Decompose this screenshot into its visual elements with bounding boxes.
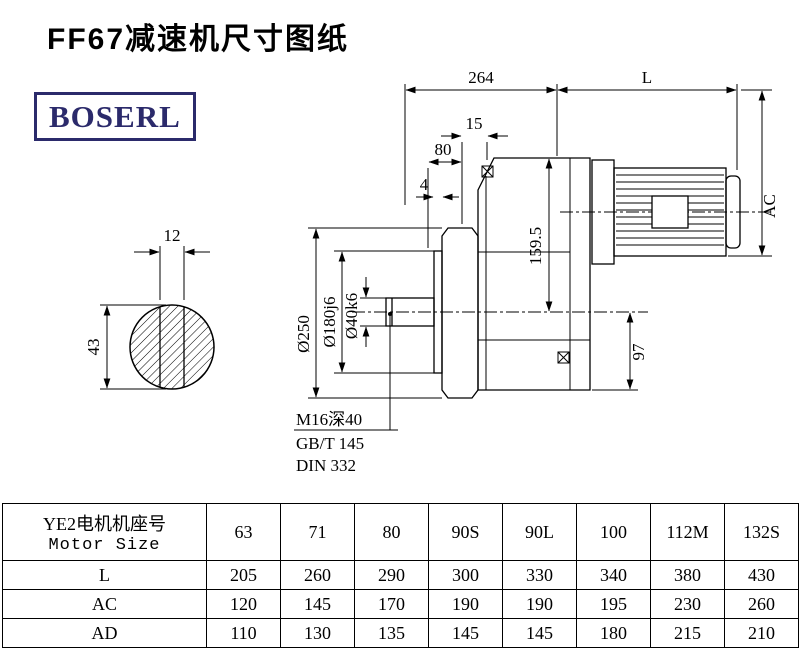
page-title: FF67减速机尺寸图纸 <box>47 23 350 56</box>
bolt-mark-top <box>481 165 494 178</box>
dim-AC: AC <box>728 89 779 257</box>
table-cell: 170 <box>354 589 429 619</box>
table-row-AC: AC 120 145 170 190 190 195 230 260 <box>2 589 799 619</box>
bolt-mark-bottom <box>557 351 570 364</box>
dim-label-key-width: 12 <box>164 226 181 245</box>
dim-label-L: L <box>642 68 652 87</box>
shaft-cross-section <box>129 304 215 390</box>
dim-label-159-5: 159.5 <box>526 227 545 265</box>
dim-top-lengths: 264 L <box>404 68 738 205</box>
table-cell: 110 <box>206 618 281 648</box>
size-col-header: 90L <box>502 503 577 561</box>
gear-housing <box>477 157 591 391</box>
table-cell: 260 <box>724 589 799 619</box>
gearbox-body <box>385 157 591 399</box>
note-standard-gbt: GB/T 145 <box>296 434 364 453</box>
motor-size-header-cell: YE2电机机座号 Motor Size <box>2 503 207 561</box>
mounting-flange <box>441 227 479 399</box>
dim-flange-diameter: Ø250 <box>294 227 442 399</box>
table-cell: 230 <box>650 589 725 619</box>
table-cell: 120 <box>206 589 281 619</box>
motor <box>591 159 741 265</box>
header-motor-size-en: Motor Size <box>48 535 161 555</box>
table-cell: 340 <box>576 560 651 590</box>
dim-label-80: 80 <box>435 140 452 159</box>
size-col-header: 71 <box>280 503 355 561</box>
brand-logo-text: BOSERL <box>49 98 181 134</box>
brand-logo-box: BOSERL <box>34 92 196 141</box>
table-cell: 380 <box>650 560 725 590</box>
table-row-L: L 205 260 290 300 330 340 380 430 <box>2 560 799 590</box>
row-label: AC <box>2 589 207 619</box>
size-col-header: 80 <box>354 503 429 561</box>
note-standard-din: DIN 332 <box>296 456 356 475</box>
size-col-header: 63 <box>206 503 281 561</box>
size-col-header: 112M <box>650 503 725 561</box>
dim-label-264: 264 <box>468 68 494 87</box>
table-header-row: YE2电机机座号 Motor Size 63 71 80 90S 90L 100… <box>2 503 799 561</box>
note-thread: M16深40 <box>296 410 362 429</box>
table-cell: 145 <box>428 618 503 648</box>
motor-terminal-box <box>651 195 689 229</box>
table-row-AD: AD 110 130 135 145 145 180 215 210 <box>2 618 799 648</box>
table-cell: 205 <box>206 560 281 590</box>
dim-label-section-height: 43 <box>84 339 103 356</box>
dim-section-height: 43 <box>84 304 166 390</box>
table-cell: 210 <box>724 618 799 648</box>
dim-label-AC: AC <box>760 194 779 218</box>
dim-4: 4 <box>416 175 459 201</box>
dim-label-4: 4 <box>420 175 429 194</box>
shaft-section-circle <box>129 304 215 390</box>
dim-15: 15 <box>441 114 508 224</box>
gearbox-dimension-drawing: 12 43 <box>84 68 779 475</box>
table-cell: 215 <box>650 618 725 648</box>
motor-size-table: YE2电机机座号 Motor Size 63 71 80 90S 90L 100… <box>2 503 799 648</box>
dim-label-15: 15 <box>466 114 483 133</box>
table-cell: 135 <box>354 618 429 648</box>
table-cell: 290 <box>354 560 429 590</box>
table-cell: 180 <box>576 618 651 648</box>
row-label: L <box>2 560 207 590</box>
dim-center-height: 159.5 <box>526 158 553 312</box>
table-cell: 190 <box>502 589 577 619</box>
size-col-header: 100 <box>576 503 651 561</box>
table-cell: 430 <box>724 560 799 590</box>
dim-label-dia250: Ø250 <box>294 315 313 353</box>
row-label: AD <box>2 618 207 648</box>
table-cell: 330 <box>502 560 577 590</box>
table-cell: 145 <box>502 618 577 648</box>
dim-label-97: 97 <box>629 343 648 361</box>
dim-shaft-diameter: Ø40k6 <box>342 277 386 347</box>
dim-label-dia40: Ø40k6 <box>342 293 361 339</box>
size-col-header: 90S <box>428 503 503 561</box>
table-cell: 260 <box>280 560 355 590</box>
motor-end-cap <box>725 175 741 249</box>
dim-label-dia180: Ø180j6 <box>320 297 339 348</box>
size-col-header: 132S <box>724 503 799 561</box>
dim-97: 97 <box>592 312 648 391</box>
table-cell: 195 <box>576 589 651 619</box>
table-cell: 190 <box>428 589 503 619</box>
dim-80: 80 <box>427 140 462 248</box>
shaft-end-thread-note: M16深40 GB/T 145 DIN 332 <box>294 312 398 475</box>
table-cell: 145 <box>280 589 355 619</box>
table-cell: 130 <box>280 618 355 648</box>
dim-key-width: 12 <box>134 226 210 300</box>
header-motor-size-cn: YE2电机机座号 <box>43 513 166 534</box>
table-cell: 300 <box>428 560 503 590</box>
dim-spigot-diameter: Ø180j6 <box>320 250 434 374</box>
